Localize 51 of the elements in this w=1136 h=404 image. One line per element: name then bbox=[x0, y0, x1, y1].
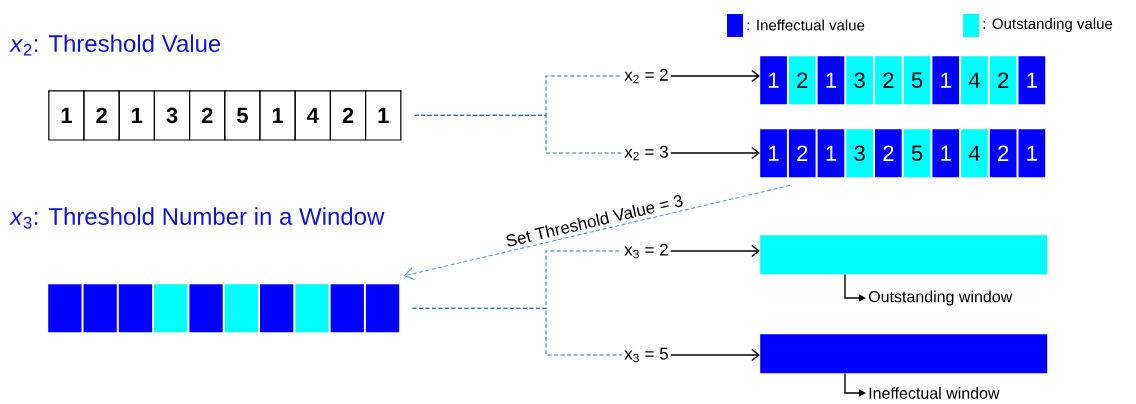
number-cell: 1 bbox=[364, 90, 402, 141]
number-cell: 1 bbox=[817, 56, 845, 105]
number-cell: 2 bbox=[329, 90, 367, 141]
arrow bbox=[670, 348, 760, 362]
arrow bbox=[670, 146, 760, 160]
legend-text: : Ineffectual value bbox=[747, 19, 865, 31]
threshold-label: x$_{3}$ = 2 bbox=[624, 243, 668, 259]
threshold-label: x$_{3}$ = 5 bbox=[624, 347, 668, 363]
heading: x$_{3}$: Threshold Number in a Window bbox=[9, 207, 385, 229]
number-cell: 1 bbox=[1018, 129, 1046, 178]
number-cell: 2 bbox=[989, 56, 1017, 105]
dashed-arrow bbox=[403, 184, 791, 281]
dashed-connector bbox=[414, 114, 623, 154]
window-label: Outstanding window bbox=[868, 290, 1013, 306]
window-bar bbox=[760, 334, 1048, 374]
number-cell: 2 bbox=[788, 129, 816, 178]
number-cell: 5 bbox=[903, 56, 931, 105]
bent-arrow bbox=[844, 273, 866, 302]
arrow bbox=[670, 69, 760, 83]
threshold-label: x$_{2}$ = 3 bbox=[624, 145, 668, 161]
number-cell: 1 bbox=[932, 129, 960, 178]
window-bar bbox=[760, 235, 1048, 275]
number-cell: 2 bbox=[989, 129, 1017, 178]
number-cell: 1 bbox=[258, 90, 297, 141]
number-cell: 3 bbox=[846, 129, 873, 178]
threshold-label: x$_{2}$ = 2 bbox=[624, 68, 668, 84]
number-cell: 1 bbox=[1018, 56, 1046, 105]
window-label: Ineffectual window bbox=[869, 387, 1000, 399]
heading: x$_{2}$: Threshold Value bbox=[9, 34, 221, 56]
number-cell: 1 bbox=[760, 129, 787, 178]
number-cell: 1 bbox=[760, 56, 787, 105]
number-cell: 2 bbox=[188, 90, 226, 141]
number-cell: 2 bbox=[788, 56, 816, 105]
number-cell: 3 bbox=[153, 90, 191, 141]
number-cell: 4 bbox=[961, 129, 988, 178]
number-cell: 5 bbox=[223, 90, 262, 141]
arrow bbox=[670, 244, 760, 258]
bent-arrow bbox=[844, 372, 866, 397]
number-cell: 2 bbox=[82, 90, 121, 141]
number-cell: 5 bbox=[903, 129, 931, 178]
number-cell: 4 bbox=[961, 56, 988, 105]
number-cell: 3 bbox=[846, 56, 873, 105]
number-cell: 1 bbox=[118, 90, 156, 141]
number-cell: 1 bbox=[47, 90, 86, 141]
number-cell: 1 bbox=[817, 129, 845, 178]
number-cell: 2 bbox=[875, 56, 902, 105]
number-cell: 1 bbox=[932, 56, 960, 105]
number-cell: 2 bbox=[875, 129, 902, 178]
dashed-connector bbox=[411, 307, 623, 356]
legend-text: : Outstanding value bbox=[983, 18, 1113, 32]
number-cell: 4 bbox=[294, 90, 332, 141]
